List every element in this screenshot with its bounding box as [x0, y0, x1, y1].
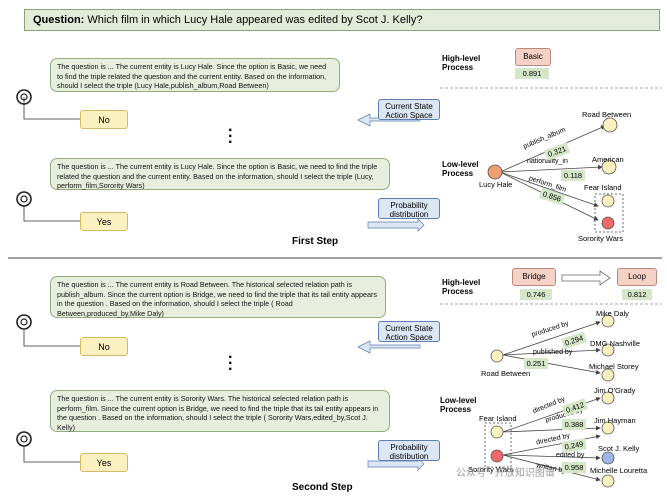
- score-nationality-in: 0.118: [561, 170, 585, 181]
- first-step-answer-no: No: [80, 110, 128, 129]
- chatbot-icon-3: [16, 314, 32, 330]
- entity-lucy-hale: Lucy Hale: [479, 180, 513, 189]
- first-step-answer-yes: Yes: [80, 212, 128, 231]
- entity-fear-island-2: Fear Island: [479, 414, 517, 423]
- entity-american: American: [592, 155, 624, 164]
- watermark: 公众号 · 开放知识图谱: [456, 468, 555, 479]
- entity-michael-storey: Michael Storey: [589, 362, 639, 371]
- option-basic-score: 0.891: [515, 68, 549, 79]
- prob-arrow-1: [367, 218, 425, 232]
- option-loop-score: 0.812: [622, 289, 652, 300]
- first-step-high-level-label: High-level Process: [442, 54, 481, 72]
- relation-published-by: published by: [533, 349, 573, 356]
- first-step-caption: First Step: [292, 236, 339, 247]
- option-bridge-score: 0.746: [520, 289, 552, 300]
- state-arrow-1: [357, 113, 421, 127]
- second-step-prompt-2: The question is ... The current entity i…: [50, 390, 390, 432]
- option-bridge: Bridge: [512, 268, 556, 286]
- entity-road-between-2: Road Between: [481, 369, 531, 378]
- question-text: Which film in which Lucy Hale appeared w…: [84, 14, 423, 26]
- second-step-low-level-label: Low-level Process: [440, 396, 477, 414]
- second-step-answer-yes: Yes: [80, 453, 128, 472]
- score-published-by: 0.251: [524, 358, 548, 369]
- entity-jim-hayman: Jim Hayman: [594, 416, 636, 425]
- question-bar: Question: Which film in which Lucy Hale …: [24, 9, 660, 31]
- second-step-state-action-box: Current State Action Space: [378, 321, 440, 342]
- connector-2: [23, 205, 91, 224]
- second-step-high-level-label: High-level Process: [442, 278, 481, 296]
- entity-jim-ogrady: Jim O'Grady: [594, 386, 636, 395]
- first-step-prompt-2: The question is ... The current entity i…: [50, 158, 390, 190]
- entity-michelle-louretta: Michelle Louretta: [590, 466, 648, 475]
- second-step-prompt-1: The question is ... The current entity i…: [50, 276, 386, 318]
- connector-4: [23, 446, 91, 465]
- option-basic: Basic: [515, 48, 551, 66]
- second-step-probability-box: Probability distribution: [378, 440, 440, 461]
- first-step-prompt-1: The question is ... The current entity i…: [50, 58, 340, 92]
- first-step-state-action-box: Current State Action Space: [378, 99, 440, 120]
- option-loop: Loop: [617, 268, 657, 286]
- chatbot-icon-2: [16, 191, 32, 207]
- state-arrow-2: [357, 340, 421, 354]
- entity-road-between: Road Between: [582, 110, 632, 119]
- chatbot-icon-4: [16, 431, 32, 447]
- relation-nationality-in: nationality_in: [527, 158, 568, 165]
- entity-scot-j-kelly: Scot J. Kelly: [598, 444, 640, 453]
- ellipsis-dots-1: ···: [228, 122, 234, 151]
- ellipsis-dots-2: ···: [228, 349, 234, 378]
- entity-dmg-nashville: DMG Nashville: [590, 339, 641, 348]
- first-step-low-level-label: Low-level Process: [442, 160, 479, 178]
- score-produced-by-2: 0.388: [562, 419, 586, 430]
- entity-sorority-wars-2: Sorority Wars: [468, 465, 514, 474]
- chatbot-icon-1: [16, 89, 32, 105]
- relation-edited-by: edited by: [556, 452, 585, 459]
- score-edited-by: 0.958: [562, 462, 586, 473]
- question-label: Question:: [33, 14, 85, 26]
- first-step-probability-box: Probability distribution: [378, 198, 440, 219]
- entity-fear-island: Fear Island: [584, 183, 622, 192]
- second-step-answer-no: No: [80, 337, 128, 356]
- connector-3: [23, 330, 91, 349]
- entity-mike-daly: Mike Daly: [596, 309, 629, 318]
- entity-sorority-wars: Sorority Wars: [578, 234, 624, 243]
- second-step-caption: Second Step: [292, 482, 353, 493]
